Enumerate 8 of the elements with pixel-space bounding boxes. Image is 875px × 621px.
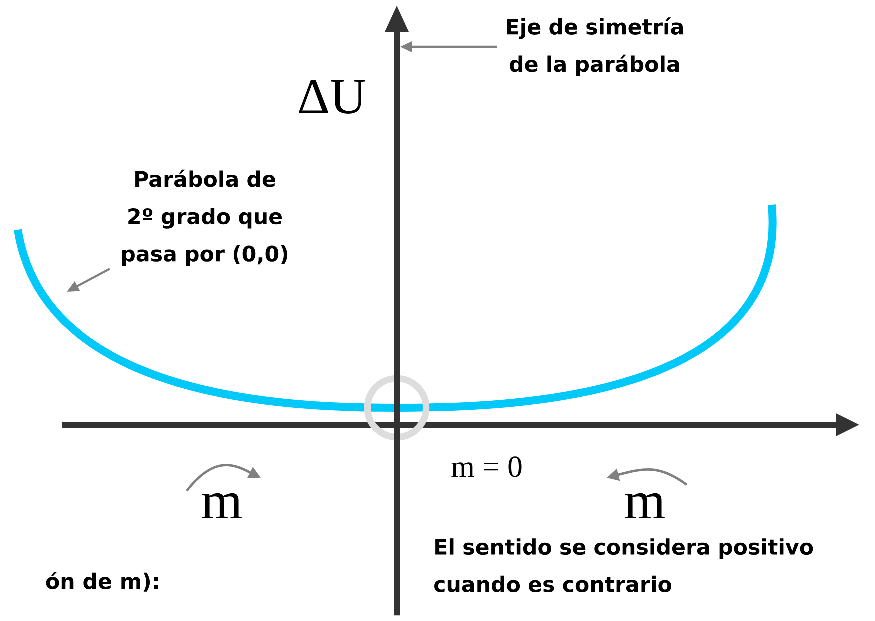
axis-label: m = 0 [452,456,522,478]
axis-label: m [202,493,242,519]
annotation-text: Parábola de 2º grado que pasa por (0,0) [122,170,288,266]
note-text: El sentido se considera positivo cuando es contrario [434,538,814,592]
annotation-text: Eje de simetría de la parábola [507,18,684,76]
axis-label: m [625,493,665,519]
y-axis [385,6,409,616]
note-text: ón de m): [46,572,158,592]
